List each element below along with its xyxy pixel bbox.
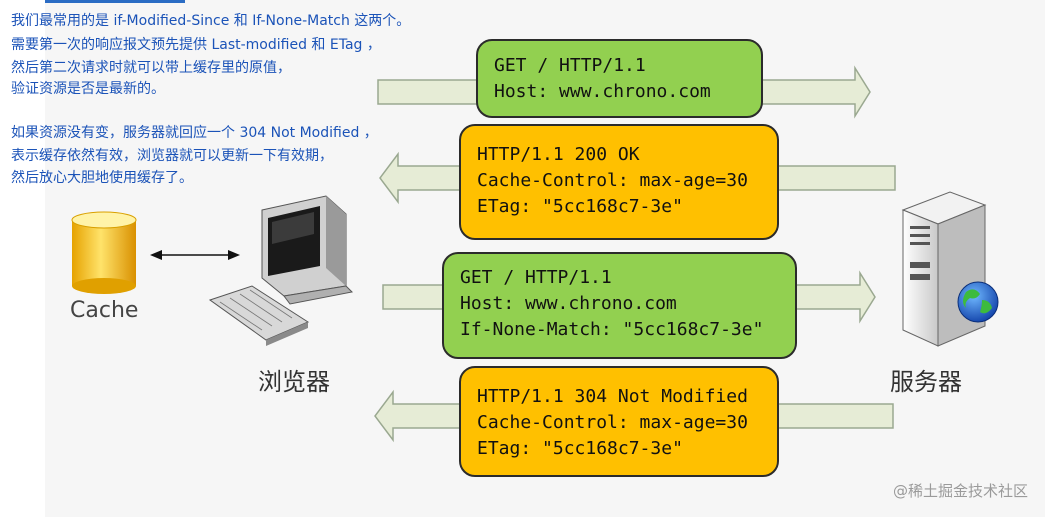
server-label: 服务器 <box>890 368 962 396</box>
request-2-box: GET / HTTP/1.1 Host: www.chrono.com If-N… <box>442 252 797 359</box>
server-icon <box>901 191 999 347</box>
message-line: HTTP/1.1 200 OK <box>477 144 640 165</box>
message-line: If-None-Match: "5cc168c7-3e" <box>460 319 764 340</box>
request-1-box: GET / HTTP/1.1 Host: www.chrono.com <box>476 39 763 118</box>
note-line: 然后第二次请求时就可以带上缓存里的原值， <box>11 60 291 76</box>
cache-icon <box>71 211 137 294</box>
computer-icon <box>208 195 354 346</box>
message-line: ETag: "5cc168c7-3e" <box>477 196 683 217</box>
cache-label: Cache <box>70 298 139 323</box>
top-tab-indicator <box>45 0 185 3</box>
response-1-box: HTTP/1.1 200 OK Cache-Control: max-age=3… <box>459 124 779 240</box>
message-line: GET / HTTP/1.1 <box>460 267 612 288</box>
note-line: 需要第一次的响应报文预先提供 Last-modified 和 ETag ， <box>11 37 381 53</box>
browser-label: 浏览器 <box>258 368 330 396</box>
message-line: Host: www.chrono.com <box>494 81 711 102</box>
note-line: 然后放心大胆地使用缓存了。 <box>11 170 193 186</box>
message-line: Cache-Control: max-age=30 <box>477 412 748 433</box>
note-line: 验证资源是否是最新的。 <box>11 81 165 97</box>
cache-link-arrow <box>150 250 240 260</box>
watermark: @稀土掘金技术社区 <box>892 482 1028 500</box>
note-line: 表示缓存依然有效，浏览器就可以更新一下有效期， <box>11 148 333 164</box>
note-line: 如果资源没有变，服务器就回应一个 304 Not Modified ， <box>11 125 378 141</box>
note-line: 我们最常用的是 if-Modified-Since 和 If-None-Matc… <box>11 13 411 29</box>
response-2-box: HTTP/1.1 304 Not Modified Cache-Control:… <box>459 366 779 477</box>
message-line: ETag: "5cc168c7-3e" <box>477 438 683 459</box>
message-line: GET / HTTP/1.1 <box>494 55 646 76</box>
message-line: Host: www.chrono.com <box>460 293 677 314</box>
message-line: HTTP/1.1 304 Not Modified <box>477 386 748 407</box>
message-line: Cache-Control: max-age=30 <box>477 170 748 191</box>
